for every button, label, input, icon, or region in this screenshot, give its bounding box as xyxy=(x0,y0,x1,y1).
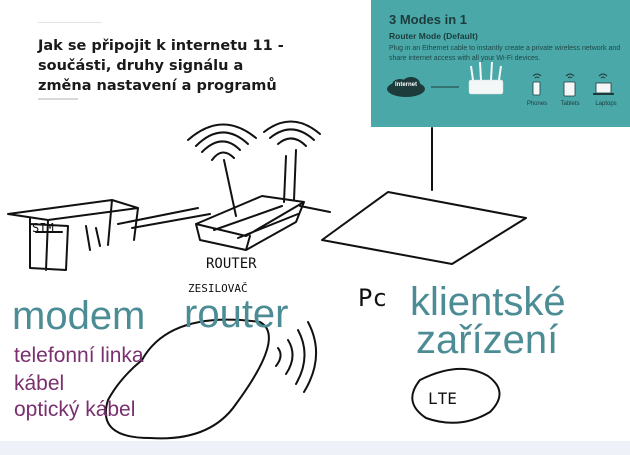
sim-label: SIM xyxy=(32,221,54,235)
modem-label: modem xyxy=(12,294,146,338)
router-drawing xyxy=(195,195,305,251)
modem-type-phone-line: telefonní linka xyxy=(14,344,144,367)
mode-name: Router Mode (Default) xyxy=(389,31,478,41)
zarizeni-label: zařízení xyxy=(416,318,559,362)
phone-icon xyxy=(532,81,541,96)
wifi-icon-3 xyxy=(598,73,608,79)
router-device-icon xyxy=(468,61,504,95)
modes-diagram-graphics xyxy=(431,61,614,97)
laptop-icon xyxy=(593,82,614,95)
title-rule xyxy=(38,22,102,23)
device-label-tablets: Tablets xyxy=(560,101,580,107)
article-title: Jak se připojit k internetu 11 - součást… xyxy=(38,38,284,94)
modes-heading: 3 Modes in 1 xyxy=(389,12,468,27)
lte-label: LTE xyxy=(428,389,457,408)
modes-panel: 3 Modes in 1 Router Mode (Default) Plug … xyxy=(371,0,630,127)
pc-label: Pc xyxy=(358,284,387,312)
internet-label: Internet xyxy=(394,82,417,88)
lte-bubble xyxy=(411,367,501,424)
modem-type-optical: optický kábel xyxy=(14,398,136,421)
modem-router-link xyxy=(117,207,211,229)
wifi-icon-1 xyxy=(532,73,542,79)
tablet-icon xyxy=(563,81,576,97)
modem-drawing xyxy=(7,199,139,271)
internet-cloud-icon: Internet xyxy=(385,76,427,98)
router-waves-right xyxy=(263,120,321,147)
device-label-phones: Phones xyxy=(526,101,548,107)
router-hand-label: ROUTER xyxy=(206,256,257,272)
router-antennas xyxy=(223,149,297,217)
router-label: router xyxy=(184,292,289,336)
modem-type-cable: kábel xyxy=(14,372,65,395)
mode-description: Plug in an Ethernet cable to instantly c… xyxy=(389,45,621,62)
zesilovac-label: ZESILOVAČ xyxy=(188,282,248,295)
meta-line xyxy=(38,98,78,100)
extender-waves xyxy=(275,321,318,393)
router-waves-left xyxy=(187,123,257,161)
extender-drawing xyxy=(104,318,270,440)
klientske-label: klientské xyxy=(410,280,566,324)
device-label-laptops: Laptops xyxy=(595,101,617,107)
pc-drawing xyxy=(321,127,527,265)
wifi-icon-2 xyxy=(565,73,575,79)
router-pc-link xyxy=(299,205,331,213)
footer-band xyxy=(0,441,630,455)
